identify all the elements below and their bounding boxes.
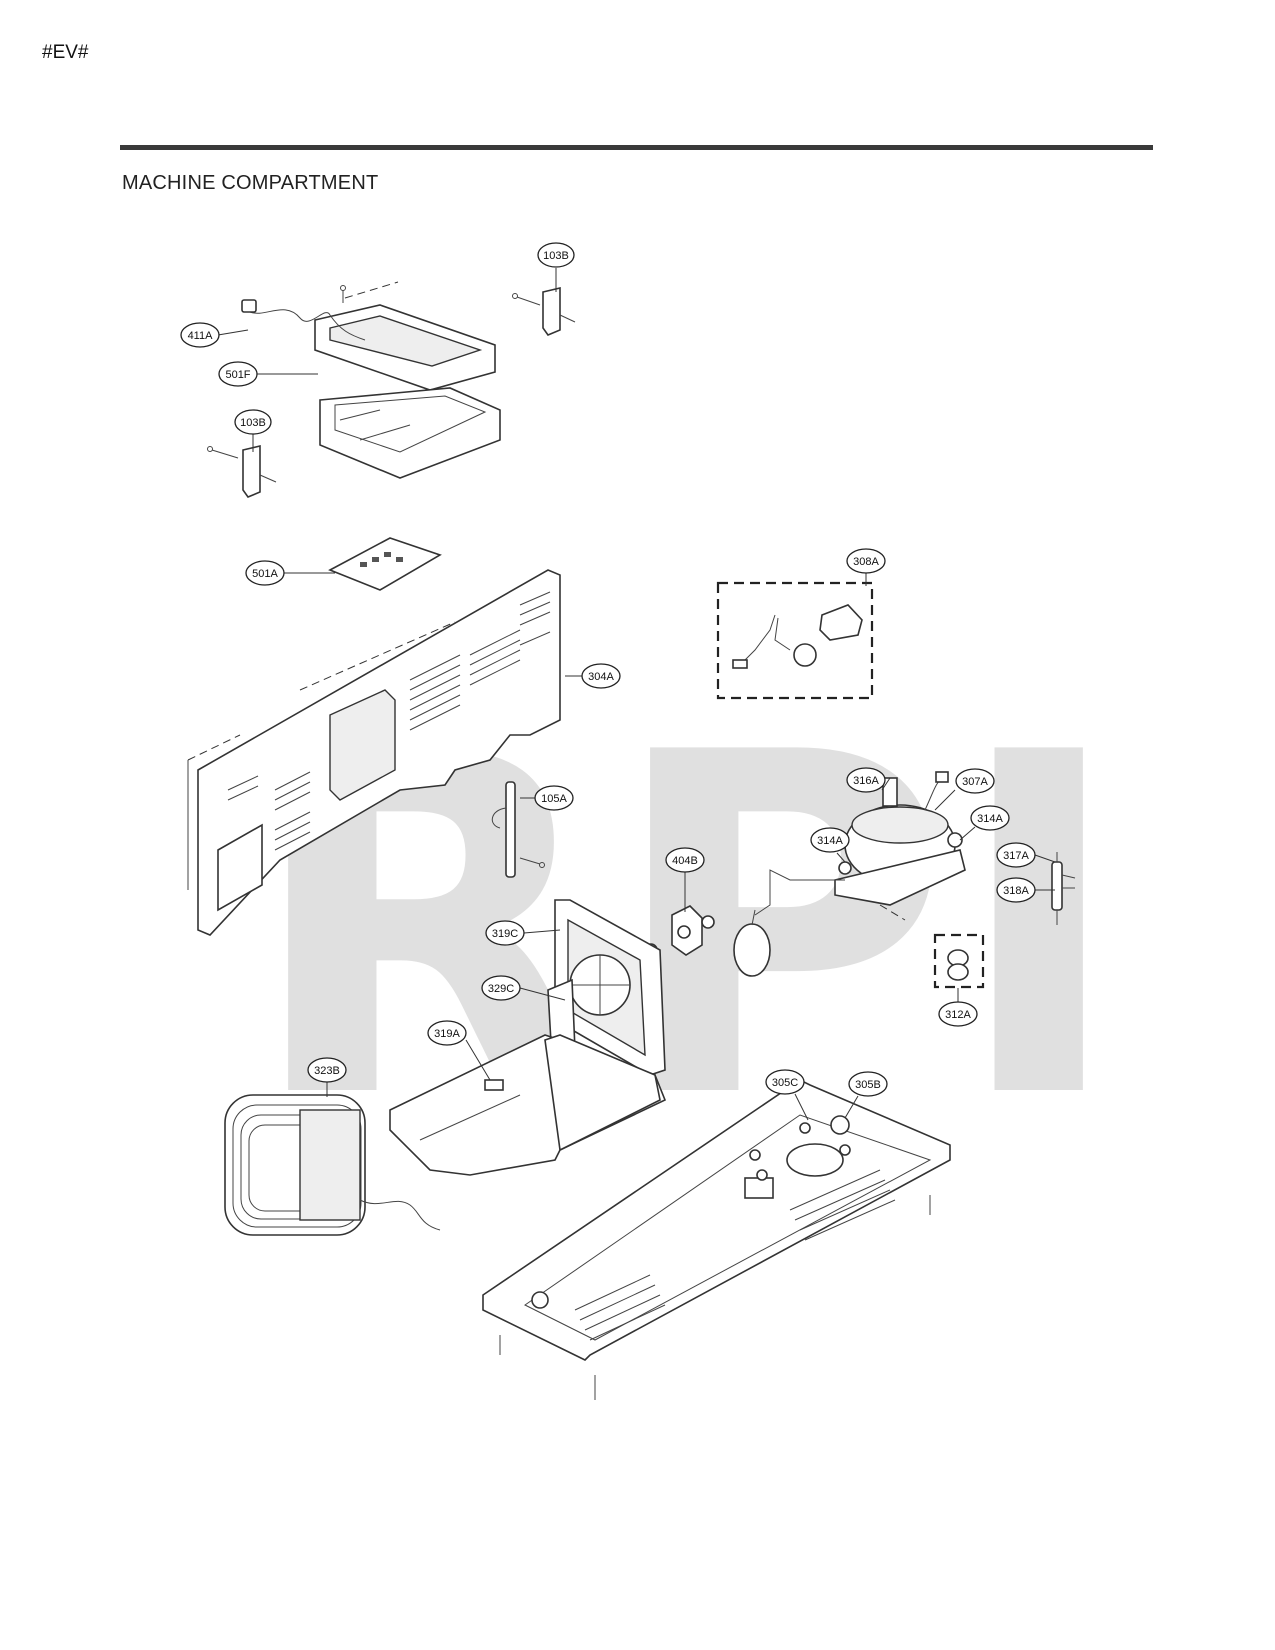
dryer-filter [733,909,771,977]
svg-text:319A: 319A [434,1028,460,1040]
callout-305B: 305B [848,1071,888,1097]
svg-text:103B: 103B [543,250,569,262]
callout-304A: 304A [581,663,621,689]
svg-text:307A: 307A [962,776,988,788]
drain-pipe [491,781,545,878]
callout-312A: 312A [938,1001,978,1027]
svg-text:105A: 105A [541,793,567,805]
callout-411A: 411A [180,322,220,348]
svg-text:312A: 312A [945,1009,971,1021]
callout-308A: 308A [846,548,886,574]
svg-text:317A: 317A [1003,850,1029,862]
callout-319C: 319C [485,920,525,946]
callout-314A-left: 314A [810,827,850,853]
callout-318A: 318A [996,877,1036,903]
callout-317A: 317A [996,842,1036,868]
relay-overload [1051,852,1076,925]
svg-text:305B: 305B [855,1079,881,1091]
svg-text:501A: 501A [252,568,278,580]
svg-text:304A: 304A [588,671,614,683]
callout-103B-top: 103B [537,242,575,268]
svg-text:314A: 314A [977,813,1003,825]
pcb-501a [328,537,442,591]
callout-329C: 329C [481,975,521,1001]
condenser-coil [224,1094,441,1236]
svg-text:329C: 329C [488,983,514,995]
svg-text:411A: 411A [188,330,214,342]
svg-text:305C: 305C [772,1077,798,1089]
callout-105A: 105A [534,785,574,811]
callout-103B-left: 103B [234,409,272,435]
svg-text:501F: 501F [225,369,250,381]
grommet-312a [933,933,985,989]
compressor [754,771,966,921]
svg-text:103B: 103B [240,417,266,429]
base-pan [389,1034,667,1176]
callout-307A: 307A [955,768,995,794]
svg-text:404B: 404B [672,855,698,867]
relay-kit-308a [716,581,874,700]
callout-305C: 305C [765,1069,805,1095]
bracket-left [207,444,277,498]
back-cover-panel [187,569,561,936]
callout-323B: 323B [307,1057,347,1083]
page-code: #EV# [42,42,89,63]
callout-319A: 319A [427,1020,467,1046]
callout-316A: 316A [846,767,886,793]
callout-314A-right: 314A [970,805,1010,831]
back-panel-vents [227,591,551,851]
callout-501F: 501F [218,361,258,387]
svg-text:319C: 319C [492,928,518,940]
svg-text:308A: 308A [853,556,879,568]
callout-501A: 501A [245,560,285,586]
callout-leaders [217,268,1056,1121]
bracket-top [512,286,576,336]
bottom-plate [482,1079,951,1400]
svg-text:316A: 316A [853,775,879,787]
fan-shroud [547,899,666,1076]
control-box-assembly [314,281,501,479]
power-cord [241,299,366,341]
section-title: MACHINE COMPARTMENT [122,172,379,194]
svg-text:318A: 318A [1003,885,1029,897]
callout-404B: 404B [665,847,705,873]
svg-text:314A: 314A [817,835,843,847]
svg-text:323B: 323B [314,1065,340,1077]
title-rule [120,145,1153,150]
